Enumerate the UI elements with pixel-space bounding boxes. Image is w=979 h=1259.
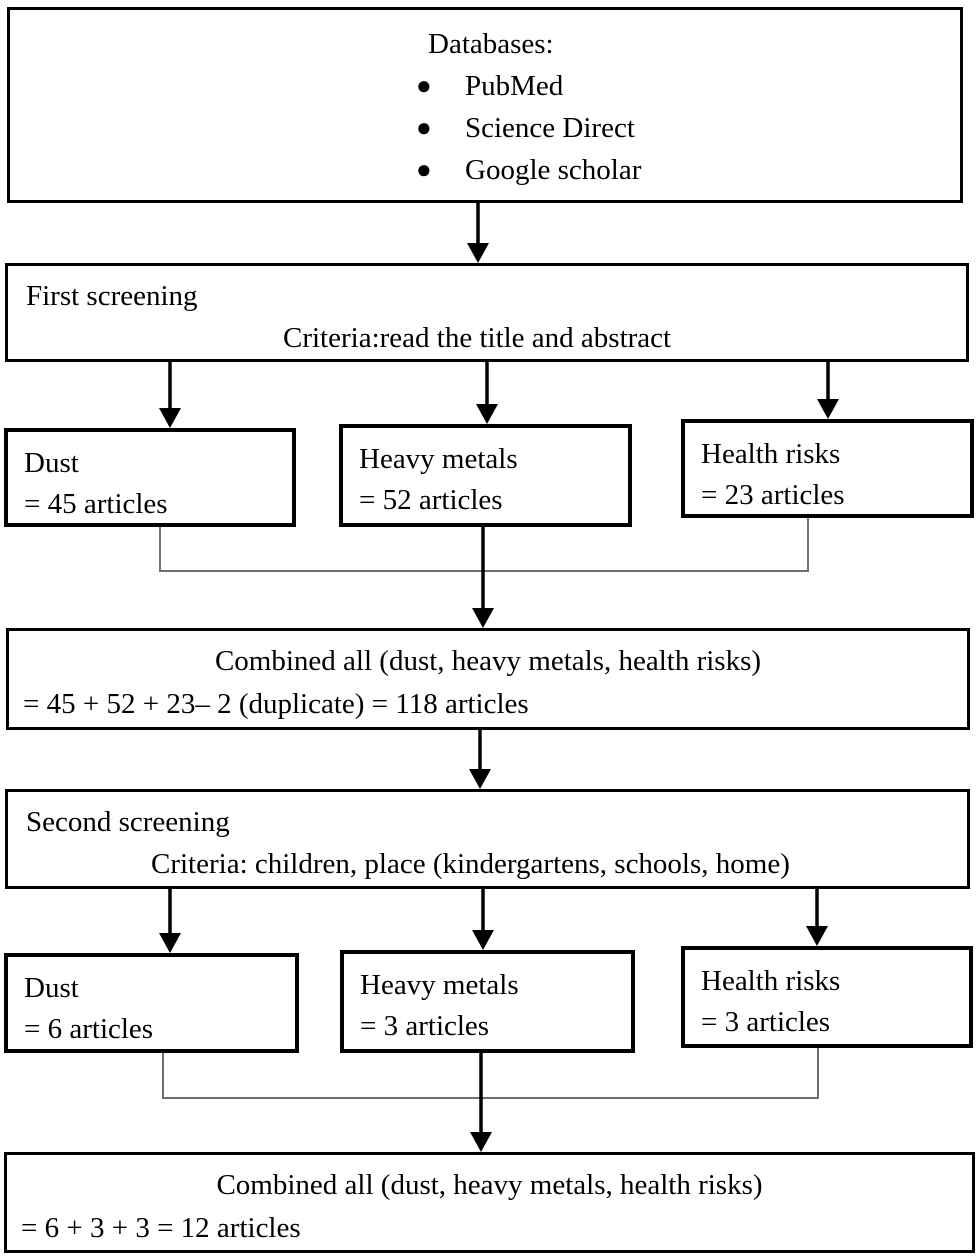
first-combined-box: Combined all (dust, heavy metals, health… — [6, 628, 970, 730]
second-screening-criteria: Criteria: children, place (kindergartens… — [151, 848, 790, 880]
arrow-first-screening-to-dust — [159, 362, 181, 428]
database-name: Science Direct — [465, 112, 635, 144]
databases-content: Databases: ● PubMed ● Science Direct ● G… — [414, 23, 960, 191]
result-label: Dust — [24, 447, 79, 479]
second-combined-box: Combined all (dust, heavy metals, health… — [4, 1152, 975, 1253]
database-name: PubMed — [465, 70, 564, 102]
result-box-health-risks-first: Health risks = 23 articles — [681, 419, 974, 518]
bullet-icon: ● — [416, 71, 432, 100]
arrow-second-screening-to-heavy-metals — [472, 889, 494, 950]
combined-title: Combined all (dust, heavy metals, health… — [216, 1169, 763, 1201]
result-count: = 3 articles — [360, 1010, 490, 1042]
combined-title: Combined all (dust, heavy metals, health… — [214, 645, 762, 677]
result-box-heavy-metals-second: Heavy metals = 3 articles — [340, 950, 635, 1053]
arrow-first-screening-to-heavy-metals — [476, 362, 498, 424]
list-item: ● PubMed — [414, 65, 960, 107]
bullet-icon: ● — [416, 155, 432, 184]
databases-box: Databases: ● PubMed ● Science Direct ● G… — [7, 7, 963, 203]
databases-title: Databases: — [428, 28, 554, 60]
result-label: Dust — [24, 972, 79, 1004]
bullet-icon: ● — [416, 113, 432, 142]
result-label: Health risks — [701, 438, 841, 470]
database-name: Google scholar — [465, 154, 642, 186]
second-screening-title: Second screening — [26, 806, 230, 838]
result-box-heavy-metals-first: Heavy metals = 52 articles — [339, 424, 632, 527]
result-label: Heavy metals — [360, 969, 519, 1001]
first-screening-title: First screening — [26, 280, 198, 312]
result-count: = 23 articles — [701, 479, 845, 511]
arrow-second-screening-to-health-risks — [806, 889, 828, 946]
result-label: Health risks — [701, 965, 841, 997]
arrow-first-combined-to-second-screening — [469, 730, 491, 789]
second-screening-box: Second screening Criteria: children, pla… — [5, 789, 970, 889]
arrow-databases-to-first-screening — [467, 203, 489, 263]
result-box-dust-second: Dust = 6 articles — [4, 953, 299, 1053]
first-screening-criteria: Criteria:read the title and abstract — [283, 322, 672, 354]
list-item: ● Science Direct — [414, 107, 960, 149]
result-box-dust-first: Dust = 45 articles — [4, 428, 296, 527]
result-label: Heavy metals — [359, 443, 518, 475]
arrow-second-screening-to-dust — [159, 889, 181, 953]
combined-calculation: = 6 + 3 + 3 = 12 articles — [21, 1212, 301, 1244]
result-count: = 3 articles — [701, 1006, 831, 1038]
result-count: = 45 articles — [24, 488, 168, 520]
result-box-health-risks-second: Health risks = 3 articles — [681, 946, 973, 1048]
combine-connector-second — [162, 1048, 819, 1099]
arrow-first-screening-to-health-risks — [817, 362, 839, 419]
arrow-to-first-combined — [472, 527, 494, 628]
combined-calculation: = 45 + 52 + 23– 2 (duplicate) = 118 arti… — [23, 688, 529, 720]
result-count: = 6 articles — [24, 1013, 154, 1045]
list-item: ● Google scholar — [414, 149, 960, 191]
first-screening-box: First screening Criteria:read the title … — [5, 263, 969, 362]
result-count: = 52 articles — [359, 484, 503, 516]
arrow-to-second-combined — [470, 1053, 492, 1152]
